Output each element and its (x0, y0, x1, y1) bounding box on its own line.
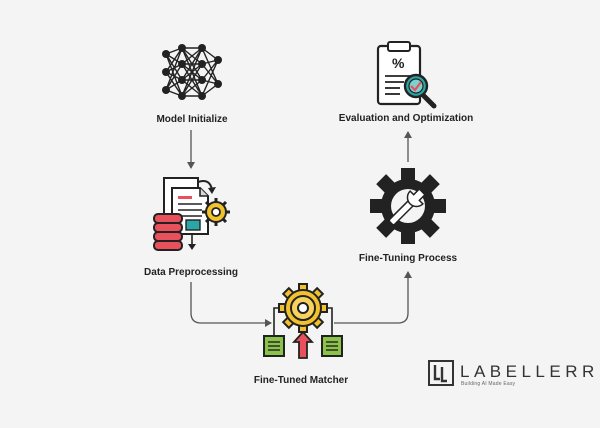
gear-with-tags-icon (263, 283, 343, 359)
neural-network-icon (162, 44, 222, 100)
arrow-matcher-to-finetuning (334, 271, 412, 324)
gear-wrench-icon (370, 168, 446, 244)
brand-name: LABELLERR (460, 362, 599, 381)
node-label-evaluation-optimization: Evaluation and Optimization (338, 113, 474, 124)
clipboard-magnifier-icon: % (376, 41, 437, 109)
documents-database-gear-icon (153, 177, 230, 251)
node-label-fine-tuning-process: Fine-Tuning Process (358, 253, 458, 264)
brand-logo: LABELLERR Building AI Made Easy (428, 360, 596, 390)
node-label-data-preprocessing: Data Preprocessing (144, 267, 238, 278)
arrow-preprocessing-to-matcher (190, 282, 272, 327)
svg-text:%: % (392, 55, 405, 71)
node-label-fine-tuned-matcher: Fine-Tuned Matcher (253, 375, 349, 386)
node-label-model-initialize: Model Initialize (156, 114, 228, 125)
brand-tagline: Building AI Made Easy (461, 381, 516, 387)
labellerr-logo-mark-icon (428, 360, 454, 386)
